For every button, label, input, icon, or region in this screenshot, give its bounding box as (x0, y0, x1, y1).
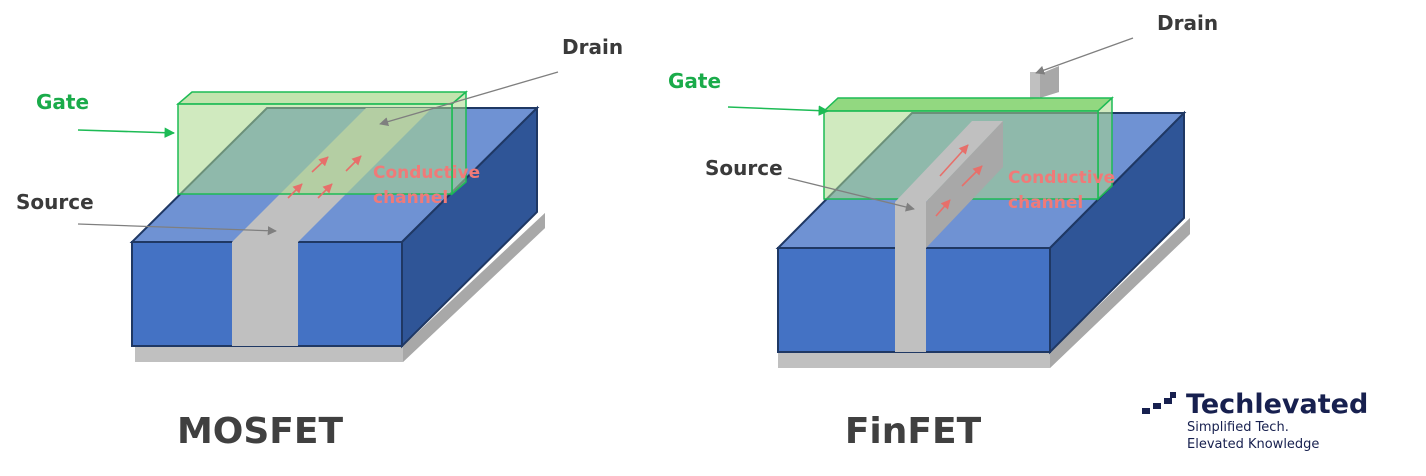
mosfet-gate-top (175, 91, 469, 105)
mosfet-channel-arrow (287, 183, 303, 199)
finfet-source-label: Source (705, 156, 783, 180)
mosfet-drain-pointer (379, 71, 559, 127)
techlevated-logo: Techlevated Simplified Tech. Elevated Kn… (1142, 389, 1368, 452)
mosfet-gate-front (177, 103, 453, 195)
mosfet-channel-arrow (345, 155, 362, 172)
finfet-drain-pointer (1035, 37, 1134, 75)
brand-tagline: Elevated Knowledge (1187, 437, 1319, 452)
finfet-base-side (1050, 218, 1190, 368)
finfet-title: FinFET (845, 411, 982, 452)
brand-name: Techlevated (1186, 389, 1368, 420)
mosfet-channel-arrow (317, 183, 333, 199)
finfet-channel-label: channel (1008, 193, 1083, 213)
mosfet-base-side (403, 213, 545, 362)
mosfet-channel-label: channel (373, 188, 448, 208)
mosfet-channel-arrow (311, 156, 329, 173)
mosfet-channel-strip-front (232, 242, 298, 346)
finfet-drain-label: Drain (1157, 11, 1218, 35)
finfet-gate-pointer (727, 105, 830, 116)
stairs-icon (1142, 392, 1176, 414)
mosfet-gate-pointer (77, 127, 176, 138)
mosfet-gate-label: Gate (36, 90, 89, 114)
mosfet-title: MOSFET (177, 411, 344, 452)
finfet-fin-front (895, 202, 926, 248)
mosfet-diagram: Drain Gate Source Conductive channel MOS… (16, 35, 623, 452)
brand-tagline: Simplified Tech. (1187, 420, 1289, 435)
finfet-diagram: Drain Gate Source Conductive channel Fin… (668, 11, 1218, 452)
mosfet-source-label: Source (16, 190, 94, 214)
finfet-fin-top (895, 121, 1003, 202)
finfet-fin-base (895, 248, 926, 352)
finfet-gate-label: Gate (668, 69, 721, 93)
finfet-channel-label: Conductive (1008, 168, 1115, 188)
finfet-channel-arrow (961, 165, 983, 187)
mosfet-drain-label: Drain (562, 35, 623, 59)
finfet-gate-top (822, 97, 1114, 112)
finfet-channel-arrow (935, 199, 951, 217)
mosfet-source-pointer (77, 223, 277, 236)
mosfet-channel-label: Conductive (373, 163, 480, 183)
finfet-source-pointer (787, 177, 915, 212)
finfet-channel-arrow (939, 144, 969, 177)
mosfet-base-top (135, 213, 545, 362)
